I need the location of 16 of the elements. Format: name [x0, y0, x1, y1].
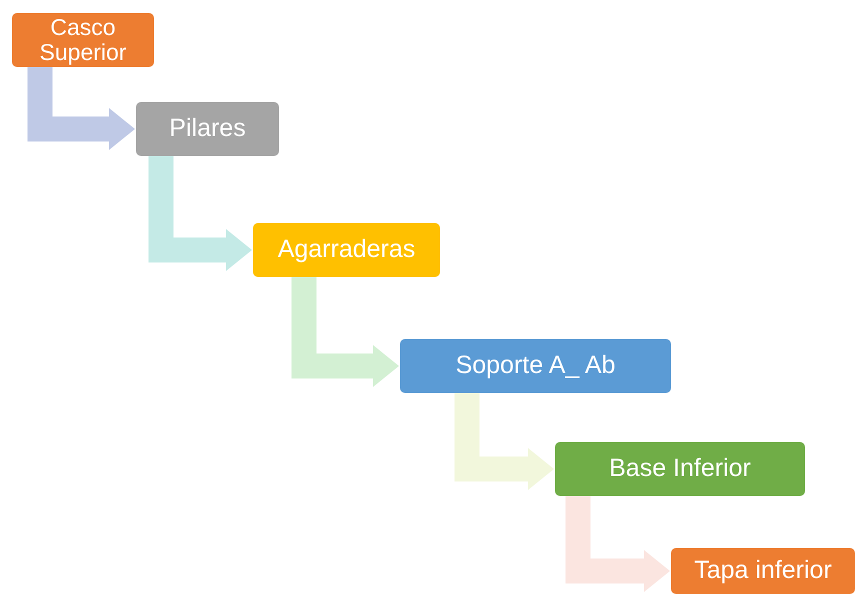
- box-label: Pilares: [169, 115, 246, 143]
- box-label: Base Inferior: [609, 455, 751, 483]
- process-box: [12, 13, 154, 67]
- bent-arrow: [292, 277, 399, 387]
- process-box: [253, 223, 440, 277]
- process-box: [671, 548, 855, 594]
- bent-arrow: [566, 496, 670, 592]
- process-box: [136, 102, 279, 156]
- process-box: [555, 442, 805, 496]
- box-label: Soporte A_ Ab: [456, 352, 616, 380]
- bent-arrow: [148, 156, 252, 271]
- box-label: Tapa inferior: [694, 557, 832, 585]
- bent-arrow: [454, 393, 554, 490]
- box-label: Agarraderas: [278, 236, 416, 264]
- process-box: [400, 339, 671, 393]
- box-label: Casco Superior: [38, 14, 128, 66]
